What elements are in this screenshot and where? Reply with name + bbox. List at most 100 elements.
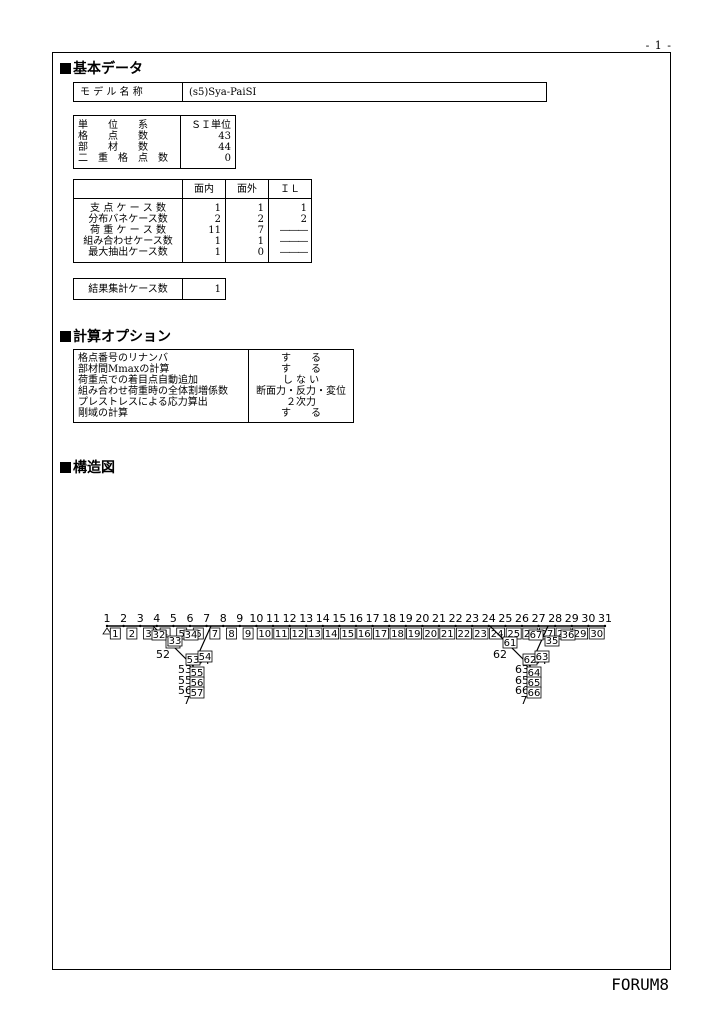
- option-label: 格点番号のリナンバ: [78, 353, 168, 364]
- joint-label: 31: [598, 612, 612, 625]
- pier-member-label: 67: [530, 630, 543, 641]
- joint-label: 16: [349, 612, 363, 625]
- member-box: [323, 627, 340, 640]
- member-box: [372, 627, 389, 640]
- joint-label: 3: [137, 612, 144, 625]
- pier-member-box: [183, 629, 199, 641]
- case-header-il: ＩＬ: [268, 179, 312, 199]
- member-box: [389, 627, 406, 640]
- joint-label: 23: [465, 612, 479, 625]
- member-box: [339, 627, 356, 640]
- pier-member-box: [197, 650, 213, 663]
- option-value: す る: [281, 364, 321, 375]
- case-value: 1: [214, 247, 221, 258]
- pier-member-label: 35: [546, 636, 559, 647]
- pier-member-box: [151, 629, 167, 641]
- case-label: 分布バネケース数: [88, 214, 168, 225]
- case-value: 2: [214, 214, 221, 225]
- pier-member-box: [502, 636, 518, 649]
- case-value: ―――: [280, 225, 308, 236]
- case-header-outplane: 面外: [225, 179, 269, 199]
- case-il-values: 1 2 ――― ――― ―――: [268, 198, 312, 263]
- pier-member-label: 32: [153, 630, 166, 641]
- member-label: 15: [341, 629, 354, 640]
- pier-member-label: 33: [169, 636, 182, 647]
- option-label: 部材間Mmaxの計算: [78, 364, 170, 375]
- joint-label: 10: [249, 612, 263, 625]
- case-count-table: 面内 面外 ＩＬ 支 点 ケ ー ス 数 分布バネケース数 荷 重 ケ ー ス …: [73, 179, 312, 263]
- joint-node: [520, 624, 524, 628]
- case-label: 最大抽出ケース数: [88, 247, 168, 258]
- member-label: 21: [441, 629, 454, 640]
- joint-node: [504, 624, 507, 628]
- label-unit-system: 単 位 系: [78, 120, 148, 131]
- option-labels: 格点番号のリナンバ 部材間Mmaxの計算 荷重点での着目点自動追加 組み合わせ荷…: [73, 349, 249, 423]
- case-value: ―――: [280, 236, 308, 247]
- joint-node: [537, 624, 540, 628]
- model-label: モ デ ル 名 称: [73, 82, 183, 102]
- member-box: [273, 627, 290, 640]
- pier-member-label: 65: [528, 678, 541, 689]
- pier-joint-label: 65: [515, 674, 529, 687]
- pier-member-box: [189, 686, 205, 699]
- member-label: 1: [112, 629, 118, 640]
- pier-joint-label: 63: [515, 663, 529, 676]
- pier-member-label: 56: [191, 678, 204, 689]
- member-label: 23: [474, 629, 487, 640]
- pier-group: 5253545556752535455565732333462636465667…: [151, 625, 576, 707]
- member-label: 22: [458, 629, 471, 640]
- option-value: 断面力・反力・変位: [256, 386, 346, 397]
- joint-label: 18: [382, 612, 396, 625]
- option-value: す る: [281, 408, 321, 419]
- member-box: [356, 627, 373, 640]
- joint-label: 26: [515, 612, 529, 625]
- member-box: [439, 627, 456, 640]
- page-frame: [52, 52, 671, 970]
- joint-node: [122, 624, 125, 628]
- joint-node: [255, 624, 258, 628]
- joint-node: [238, 624, 241, 628]
- joint-label: 5: [170, 612, 177, 625]
- member-label: 14: [325, 629, 338, 640]
- member-label: 16: [358, 629, 371, 640]
- member-box: [242, 627, 254, 640]
- square-bullet-icon: [60, 331, 71, 342]
- case-header-inplane: 面内: [182, 179, 226, 199]
- case-outplane-values: 1 2 7 1 0: [225, 198, 269, 263]
- member-box: [256, 627, 273, 640]
- footer-brand: FORUM8: [611, 975, 669, 994]
- value-unit-system: ＳＩ単位: [191, 120, 231, 131]
- option-label: 組み合わせ荷重時の全体割増係数: [78, 386, 228, 397]
- joint-node: [603, 624, 607, 628]
- section-title: 構造図: [73, 460, 115, 476]
- member-box: [588, 627, 605, 640]
- joint-label: 15: [332, 612, 346, 625]
- label-double-joint-count: 二 重 格 点 数: [78, 153, 168, 164]
- option-value: ２次力: [286, 397, 316, 408]
- page-number: - 1 -: [645, 39, 672, 52]
- section-title: 計算オプション: [73, 329, 171, 345]
- result-case-value: 1: [182, 278, 226, 300]
- pier-member-label: 66: [528, 688, 541, 699]
- member-label: 8: [228, 629, 234, 640]
- joint-node: [454, 624, 457, 628]
- joint-label: 30: [581, 612, 595, 625]
- joint-label: 8: [220, 612, 227, 625]
- pier-member-label: 64: [528, 668, 541, 679]
- member-label: 13: [308, 629, 321, 640]
- value-joint-count: 43: [218, 131, 231, 142]
- pier-member-label: 55: [191, 668, 204, 679]
- member-label: 18: [391, 629, 404, 640]
- member-box: [306, 627, 323, 640]
- member-label: 5: [179, 629, 185, 640]
- pier-member-label: 63: [536, 652, 549, 663]
- member-label: 20: [424, 629, 437, 640]
- section-options: 計算オプション: [60, 326, 171, 346]
- case-value: 7: [257, 225, 264, 236]
- pier-member-box: [526, 686, 542, 699]
- joint-node: [471, 624, 474, 628]
- pier-joint-label: 66: [515, 684, 529, 697]
- deck-line: [102, 624, 607, 635]
- pier-joint-label: 7: [521, 694, 528, 707]
- joint-node: [388, 624, 391, 628]
